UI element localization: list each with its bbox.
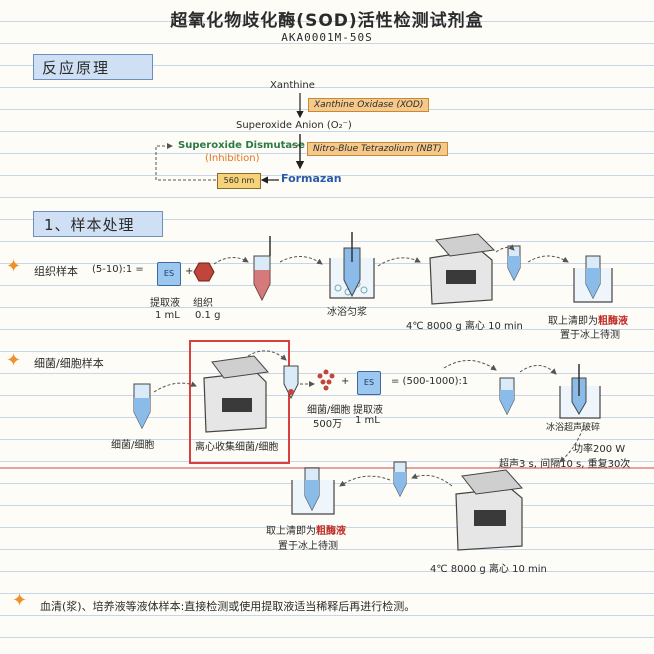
tissue-ratio: (5-10):1 =: [92, 264, 144, 275]
pellet-tube-icon: [283, 365, 299, 400]
margin-line: [0, 467, 654, 469]
centrifuge-icon: [203, 355, 269, 433]
extract-bottle-icon: ES: [157, 262, 181, 286]
star-icon: ✦: [6, 350, 22, 371]
xod-box: Xanthine Oxidase (XOD): [308, 98, 430, 112]
cell-tube-icon: [133, 383, 151, 430]
star-icon: ✦: [6, 256, 22, 277]
cell-ratio: = (500-1000):1: [391, 376, 469, 387]
highlight-frame: [189, 340, 290, 464]
superoxide-label: Superoxide Anion (O₂⁻): [236, 120, 352, 131]
cell-sample-label: 细菌/细胞样本: [34, 357, 104, 370]
xanthine-label: Xanthine: [270, 80, 315, 91]
supernatant-hold-2: 置于冰上待测: [278, 541, 338, 552]
formazan-label: Formazan: [281, 172, 342, 185]
centrifuge-icon: [455, 469, 524, 551]
plus-sign: +: [185, 266, 194, 277]
centrifuge-label-1: 4℃ 8000 g 离心 10 min: [406, 321, 523, 332]
ice-bath-beaker-icon: [291, 467, 335, 515]
sonication-tube-icon: [499, 377, 515, 416]
sonicate-label: 冰浴超声破碎: [546, 423, 601, 433]
cell-pellet-icon: [317, 369, 335, 391]
supernatant-text-1: 取上清即为粗酶液: [548, 316, 628, 327]
supernatant-hold-1: 置于冰上待测: [560, 330, 620, 341]
cell-extract-amount: 1 mL: [355, 415, 380, 426]
cells-label: 细菌/细胞: [111, 440, 155, 451]
flow-arrows-bottom: [339, 473, 453, 487]
extract-bottle-icon: ES: [357, 371, 381, 395]
plus-sign: +: [341, 376, 350, 387]
collect-cells-label: 离心收集细菌/细胞: [195, 442, 279, 453]
inhibition-dashed-line: [155, 143, 299, 181]
supernatant-tube-icon: [507, 245, 521, 282]
ice-bath-beaker-icon: [573, 255, 613, 303]
catalog-number: AKA0001M-50S: [281, 31, 373, 44]
serum-text: 血清(浆)、培养液等液体样本:直接检测或使用提取液适当稀释后再进行检测。: [40, 600, 416, 613]
sod-label: Superoxide Dismutase: [178, 140, 305, 151]
extract-amount: 1 mL: [155, 310, 180, 321]
section-principle: 反应原理: [33, 54, 153, 80]
tissue-amount: 0.1 g: [195, 310, 221, 321]
section-sample: 1、样本处理: [33, 211, 163, 237]
cell-count-amount: 500万: [313, 419, 343, 430]
power-label: 功率200 W: [573, 444, 626, 455]
supernatant-tube-icon: [393, 461, 407, 498]
extract-label: 提取液: [150, 298, 180, 309]
sonic-params-label: 超声3 s, 间隔10 s, 重复30次: [499, 459, 631, 470]
centrifuge-icon: [429, 233, 496, 305]
cuvette-560nm: 560 nm: [217, 173, 261, 189]
cell-extract-label: 提取液: [353, 405, 383, 416]
tissue-piece-icon: [193, 262, 215, 282]
tissue-label: 组织: [193, 298, 213, 309]
ice-homogenize-label: 冰浴匀浆: [327, 307, 367, 318]
flow-arrows-tissue: [213, 244, 569, 267]
ice-bath-beaker-icon: [329, 232, 375, 299]
page-title: 超氧化物歧化酶(SOD)活性检测试剂盒: [170, 11, 484, 31]
inhibition-label: (Inhibition): [205, 153, 260, 164]
nbt-box: Nitro-Blue Tetrazolium (NBT): [307, 142, 448, 156]
sonicator-beaker-icon: [559, 364, 601, 419]
homogenizer-tube-icon: [253, 236, 271, 302]
supernatant-text-2: 取上清即为粗酶液: [266, 526, 346, 537]
star-icon: ✦: [12, 590, 28, 611]
centrifuge-label-2: 4℃ 8000 g 离心 10 min: [430, 564, 547, 575]
cell-count-label: 细菌/细胞: [307, 405, 351, 416]
flow-arrows-cell: [153, 350, 585, 463]
tissue-sample-label: 组织样本: [34, 265, 78, 278]
